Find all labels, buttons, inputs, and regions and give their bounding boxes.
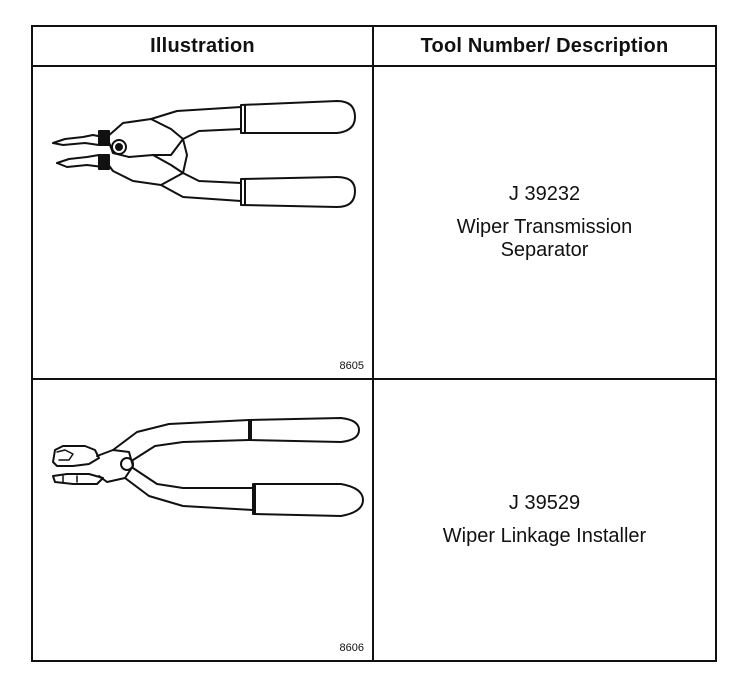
tool-description-line1: Wiper Transmission	[456, 216, 633, 238]
tool-number: J 39232	[508, 183, 581, 205]
header-divider	[33, 65, 715, 67]
column-divider	[372, 27, 374, 660]
row-divider	[33, 378, 715, 380]
figure-number: 8605	[339, 360, 364, 372]
header-illustration: Illustration	[150, 34, 255, 57]
illustration-cell-2: 8606	[33, 380, 372, 660]
figure-number: 8606	[339, 642, 364, 654]
pliers-separator-icon	[52, 100, 356, 208]
description-cell-2: J 39529 Wiper Linkage Installer	[374, 380, 715, 660]
header-tool-description: Tool Number/ Description	[420, 34, 669, 57]
pliers-installer-icon	[52, 417, 364, 517]
illustration-cell-1: 8605	[33, 67, 372, 378]
tool-description-line1: Wiper Linkage Installer	[442, 525, 647, 547]
tool-number: J 39529	[508, 492, 581, 514]
tool-table: Illustration Tool Number/ Description	[31, 25, 717, 662]
description-cell-1: J 39232 Wiper Transmission Separator	[374, 67, 715, 378]
tool-description-line2: Separator	[500, 239, 589, 261]
